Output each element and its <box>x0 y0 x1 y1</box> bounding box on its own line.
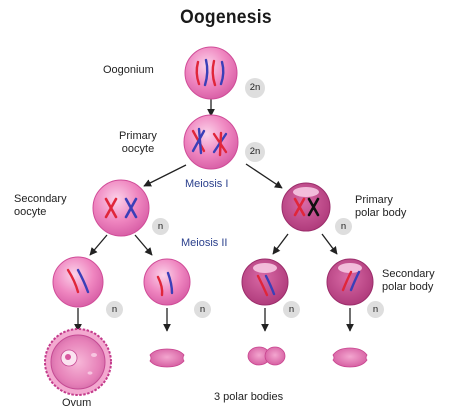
arrow-secondary-right <box>134 234 153 256</box>
chromosomes <box>195 58 225 87</box>
primary-polar-body-cell <box>281 182 331 232</box>
ploidy-badge-secondary-oocyte: n <box>152 218 169 235</box>
secondary-oocyte-cell <box>92 179 150 237</box>
ploidy-badge-polar-body-c: n <box>367 301 384 318</box>
label-secondary-oocyte-line-2: oocyte <box>14 206 47 218</box>
arrow-polar-left <box>272 233 289 255</box>
ploidy-badge-ovum-precursor: n <box>106 301 123 318</box>
ovum-cell <box>44 328 112 396</box>
arrow-secondary-left <box>89 234 108 256</box>
arrow-polar-right <box>321 233 338 255</box>
second-oocyte-daughter-cell <box>143 258 191 306</box>
blob-polar-body-c <box>332 347 368 368</box>
label-oogonium: Oogonium <box>103 64 154 76</box>
label-secondary-polar-body-line-1: Secondary <box>382 268 435 280</box>
label-secondary-polar-body: Secondary polar body <box>382 268 435 294</box>
label-primary-oocyte-line-1: Primary <box>119 130 157 142</box>
ploidy-badge-primary-polar-body: n <box>335 218 352 235</box>
label-meiosis-1: Meiosis I <box>185 178 229 190</box>
label-polar-bodies: 3 polar bodies <box>214 391 284 403</box>
chromosomes <box>293 197 320 217</box>
ploidy-badge-polar-body-b: n <box>283 301 300 318</box>
secondary-polar-body-b-cell <box>326 258 374 306</box>
label-ovum: Ovum <box>62 397 92 409</box>
label-primary-polar-body-line-2: polar body <box>355 207 407 219</box>
secondary-polar-body-a-cell <box>241 258 289 306</box>
chromosomes <box>191 127 228 157</box>
ploidy-badge-polar-body-a: n <box>194 301 211 318</box>
arrow-primary-to-secondary <box>143 164 187 187</box>
label-meiosis-2: Meiosis II <box>181 237 228 249</box>
diagram-title: Oogenesis <box>180 7 272 28</box>
label-secondary-oocyte: Secondary oocyte <box>14 193 67 219</box>
ovum-precursor-cell <box>52 256 104 308</box>
label-secondary-oocyte-line-1: Secondary <box>14 193 67 205</box>
primary-oocyte-cell <box>183 114 239 170</box>
label-secondary-polar-body-line-2: polar body <box>382 281 434 293</box>
arrow-primary-to-polar <box>245 163 283 189</box>
label-primary-polar-body: Primary polar body <box>355 194 406 220</box>
label-primary-oocyte-line-2: oocyte <box>121 143 155 155</box>
arrows <box>74 97 354 332</box>
oogonium-cell <box>184 46 238 100</box>
chromosomes <box>104 197 138 219</box>
blob-polar-body-b <box>247 346 286 366</box>
ploidy-badge-oogonium: 2n <box>245 78 265 98</box>
blob-polar-body-a <box>149 348 185 368</box>
ploidy-badge-primary-oocyte: 2n <box>245 142 265 162</box>
label-primary-polar-body-line-1: Primary <box>355 194 393 206</box>
label-primary-oocyte: Primary oocyte <box>113 130 163 156</box>
